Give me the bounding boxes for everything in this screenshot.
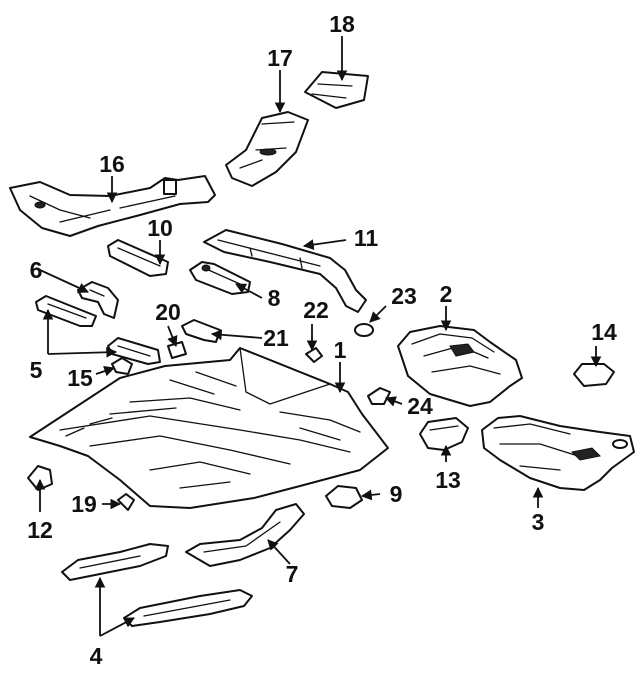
callout-labels: 18 17 16 10 11 6 8 22 23 2 14 20 21 1 5 …: [27, 11, 617, 669]
callout-20: 20: [155, 299, 181, 325]
callout-11: 11: [354, 225, 379, 251]
part-1-floor-pan: [29, 347, 389, 509]
part-9-plate: [325, 485, 363, 509]
callout-8: 8: [268, 285, 281, 311]
callout-1: 1: [334, 337, 347, 363]
callout-3: 3: [532, 509, 545, 535]
part-15-clip: [111, 357, 133, 375]
part-7-reinforcement: [185, 503, 305, 567]
part-24-plate: [367, 387, 391, 405]
callout-6: 6: [30, 257, 43, 283]
callout-5: 5: [30, 357, 43, 383]
callout-13: 13: [435, 467, 461, 493]
callout-17: 17: [267, 45, 293, 71]
callout-21: 21: [263, 325, 289, 351]
callout-19: 19: [71, 491, 97, 517]
part-19-clip: [117, 493, 135, 511]
callout-14: 14: [591, 319, 617, 345]
callout-15: 15: [67, 365, 93, 391]
part-20-clip: [167, 341, 187, 359]
callout-7: 7: [286, 561, 299, 587]
part-17-tunnel-bracket: [225, 111, 309, 187]
part-2-rear-floor: [397, 325, 523, 407]
callout-10: 10: [147, 215, 173, 241]
part-10-bracket: [107, 239, 169, 277]
part-8-seat-bracket: [189, 261, 251, 295]
callout-4: 4: [90, 643, 103, 669]
part-4-side-members: [61, 543, 253, 627]
part-23-grommet: [354, 323, 374, 337]
callout-22: 22: [303, 297, 329, 323]
part-5-brackets: [35, 295, 161, 365]
part-11-rear-crossmember: [203, 229, 367, 313]
part-22-clip: [305, 347, 323, 363]
callout-16: 16: [99, 151, 125, 177]
callout-12: 12: [27, 517, 53, 543]
part-18-plate: [304, 71, 369, 109]
part-13-bracket: [419, 417, 469, 451]
callout-leaders: [34, 36, 602, 637]
callout-9: 9: [390, 481, 403, 507]
callout-23: 23: [391, 283, 417, 309]
part-16-front-rail: [9, 175, 216, 237]
callout-2: 2: [440, 281, 453, 307]
part-3-rear-floor-extension: [481, 415, 635, 491]
part-14-cap-plate: [573, 363, 615, 387]
part-21-bracket: [181, 319, 221, 343]
callout-18: 18: [329, 11, 355, 37]
callout-24: 24: [407, 393, 433, 419]
